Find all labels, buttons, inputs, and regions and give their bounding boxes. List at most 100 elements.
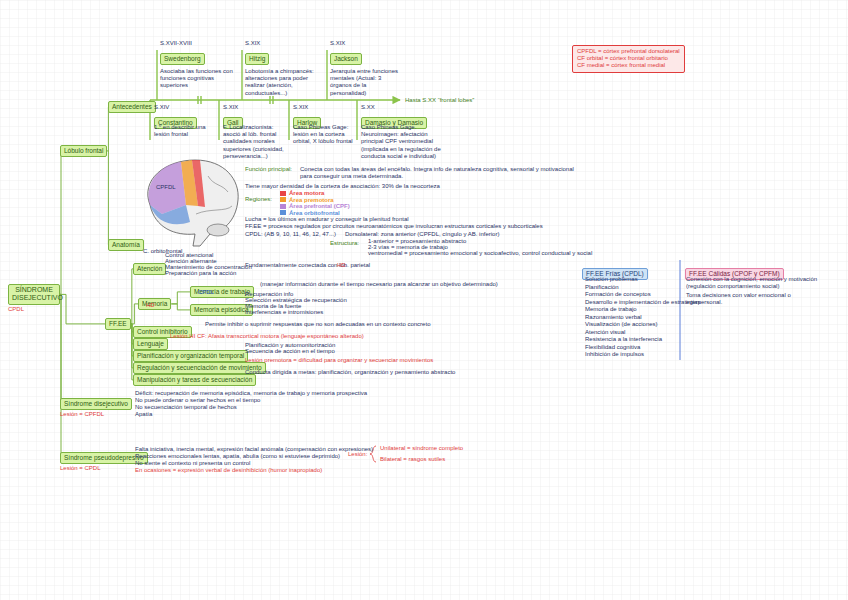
node-box: Memoria episódica <box>190 298 253 316</box>
note-text: Reacciones emocionales lentas, apatía, a… <box>135 453 340 460</box>
note-text: Bilateral = rasgos sutiles <box>380 456 445 463</box>
note-text: Preparación para la acción <box>165 270 236 277</box>
note-text: Lesión premotora = dificultad para organ… <box>245 357 433 364</box>
legend-entry: Área motora <box>280 190 324 197</box>
node-box: CPFDL = córtex prefrontal dorsolateralCF… <box>572 45 685 73</box>
node-box: Atención <box>133 257 166 275</box>
node-box: Antecedentes <box>108 95 156 113</box>
node-title: Síndrome disejecutivo <box>60 398 132 410</box>
node-title: S.XIX <box>245 40 269 47</box>
note-text: CPDL <box>198 289 214 296</box>
note-text: Secuencia de acción en el tiempo <box>245 348 335 355</box>
note-text: Función principal: <box>245 166 292 173</box>
node-subtitle: CF medial = córtex frontal medial <box>577 62 680 69</box>
branch-connector <box>171 304 190 310</box>
node-title: S.XVII-XVIII <box>160 40 205 47</box>
legend-entry: Área premotora <box>280 197 334 204</box>
note-text: F. Localizacionista: asoció al lób. fron… <box>223 124 285 160</box>
note-text: Falta iniciativa, inercia mental, expres… <box>135 446 373 453</box>
legend-swatch <box>280 210 286 215</box>
legend-swatch <box>280 197 286 202</box>
note-text: Lesión: <box>348 451 367 458</box>
node-title: SÍNDROME DISEJECUTIVO <box>8 284 60 305</box>
branch-connector <box>131 269 133 324</box>
node-box: FF.EE <box>105 312 131 330</box>
note-text: Lobotomía a chimpancés: alteraciones par… <box>245 68 323 97</box>
node-title: Síndrome pseudodepresivo <box>60 452 148 464</box>
note-text: Caso Phineas Gage: lesión en la corteza … <box>293 124 353 146</box>
node-box: Planificación y organización temporal <box>133 344 248 362</box>
node-title: S.XIV <box>154 104 197 111</box>
note-text: Apatía <box>135 411 152 418</box>
node-title: Atención <box>133 263 166 275</box>
note-text: CPDL: (AB 9, 10, 11, 46, 12, 47...) <box>245 231 336 238</box>
node-title: Anatomía <box>108 239 144 251</box>
note-text: Estructura: <box>330 240 359 247</box>
node-subtitle: Lesión = CPDL <box>60 465 148 472</box>
note-text: Déficit: recuperación de memoria episódi… <box>135 390 367 397</box>
note-text: Permite inhibir o suprimir respuestas qu… <box>205 321 430 328</box>
note-text: Unilateral = síndrome completo <box>380 445 463 452</box>
note-text: Memoria de trabajo <box>585 306 637 313</box>
node-box: S.XVII-XVIII Swedenborg <box>160 40 205 65</box>
legend-entry: Área orbitofrontal <box>280 210 340 217</box>
note-text: Regiones: <box>245 196 272 203</box>
node-subtitle: CPDL <box>8 306 60 313</box>
legend-text: Área prefrontal (CPF) <box>289 203 350 209</box>
node-box: Anatomía <box>108 233 144 251</box>
node-box: SÍNDROME DISEJECUTIVOCPDL <box>8 284 60 313</box>
note-text: Asociaba las funciones con funciones cog… <box>160 68 238 90</box>
note-text: Fundamentalmente conectada con lób. pari… <box>245 262 370 269</box>
node-title: Antecedentes <box>108 101 156 113</box>
legend-swatch <box>280 191 286 196</box>
legend-swatch <box>280 204 286 209</box>
note-text: Formación de conceptos <box>585 291 651 298</box>
branch-connector <box>60 294 61 458</box>
note-text: Desarrollo e implementación de estrategi… <box>585 299 700 306</box>
node-title: S.XIX <box>330 40 362 47</box>
node-subtitle: Swedenborg <box>160 53 205 65</box>
node-box: S.XIX Jackson <box>330 40 362 65</box>
branch-connector <box>131 304 138 324</box>
note-text: Tiene mayor densidad de la corteza de as… <box>245 183 440 190</box>
node-title: Manipulación y tareas de secuenciación <box>133 374 256 386</box>
note-text: Conecta con todas las áreas del encéfalo… <box>300 166 580 180</box>
node-title: FF.EE <box>105 318 131 330</box>
note-text: Interferencias e intromisiones <box>245 309 323 316</box>
node-title: CPFDL = córtex prefrontal dorsolateral <box>577 48 680 55</box>
legend-text: Área orbitofrontal <box>289 210 340 216</box>
node-subtitle: CF orbital = córtex frontal orbitario <box>577 55 680 62</box>
note-text: Hasta S.XX “frontal lobes” <box>405 97 474 104</box>
note-text: Toma decisiones con valor emocional o in… <box>686 292 826 306</box>
note-text: HD <box>146 302 155 309</box>
node-title: S.XIX <box>223 104 243 111</box>
node-subtitle: Hitzig <box>245 53 269 65</box>
note-text: Resistencia a la interferencia <box>585 336 662 343</box>
note-text: Conducta dirigida a metas: planificación… <box>245 369 455 376</box>
note-text: Atención visual <box>585 329 625 336</box>
column-divider <box>680 260 681 360</box>
branch-connector <box>107 107 108 151</box>
note-text: ventromedial = procesamiento emocional y… <box>368 250 592 257</box>
note-text: Conexión con la cognición, emoción y mot… <box>686 276 826 290</box>
note-text: Lucha = los últimos en madurar y consegu… <box>245 216 409 223</box>
note-text: Inhibición de impulsos <box>585 351 644 358</box>
note-text: Flexibilidad cognitiva <box>585 344 640 351</box>
note-text: Caso Phineas Gage. Neuroimagen: afectaci… <box>361 124 451 160</box>
legend-text: Área premotora <box>289 197 334 203</box>
note-text: Razonamiento verbal <box>585 314 642 321</box>
note-text: Lesión HI CF: Afasia transcortical motor… <box>170 333 364 340</box>
node-subtitle: Jackson <box>330 53 362 65</box>
branch-connector <box>60 294 105 324</box>
node-box: Manipulación y tareas de secuenciación <box>133 368 256 386</box>
note-text: No secuenciación temporal de hechos <box>135 404 237 411</box>
note-text: CPFDL <box>156 184 176 191</box>
node-title: Lóbulo frontal <box>60 145 107 157</box>
note-text: Visualización (de acciones) <box>585 321 658 328</box>
node-title: S.XIX <box>293 104 321 111</box>
branch-connector <box>171 292 190 304</box>
note-text: Planificación <box>585 284 619 291</box>
node-box: Lenguaje <box>133 332 168 350</box>
